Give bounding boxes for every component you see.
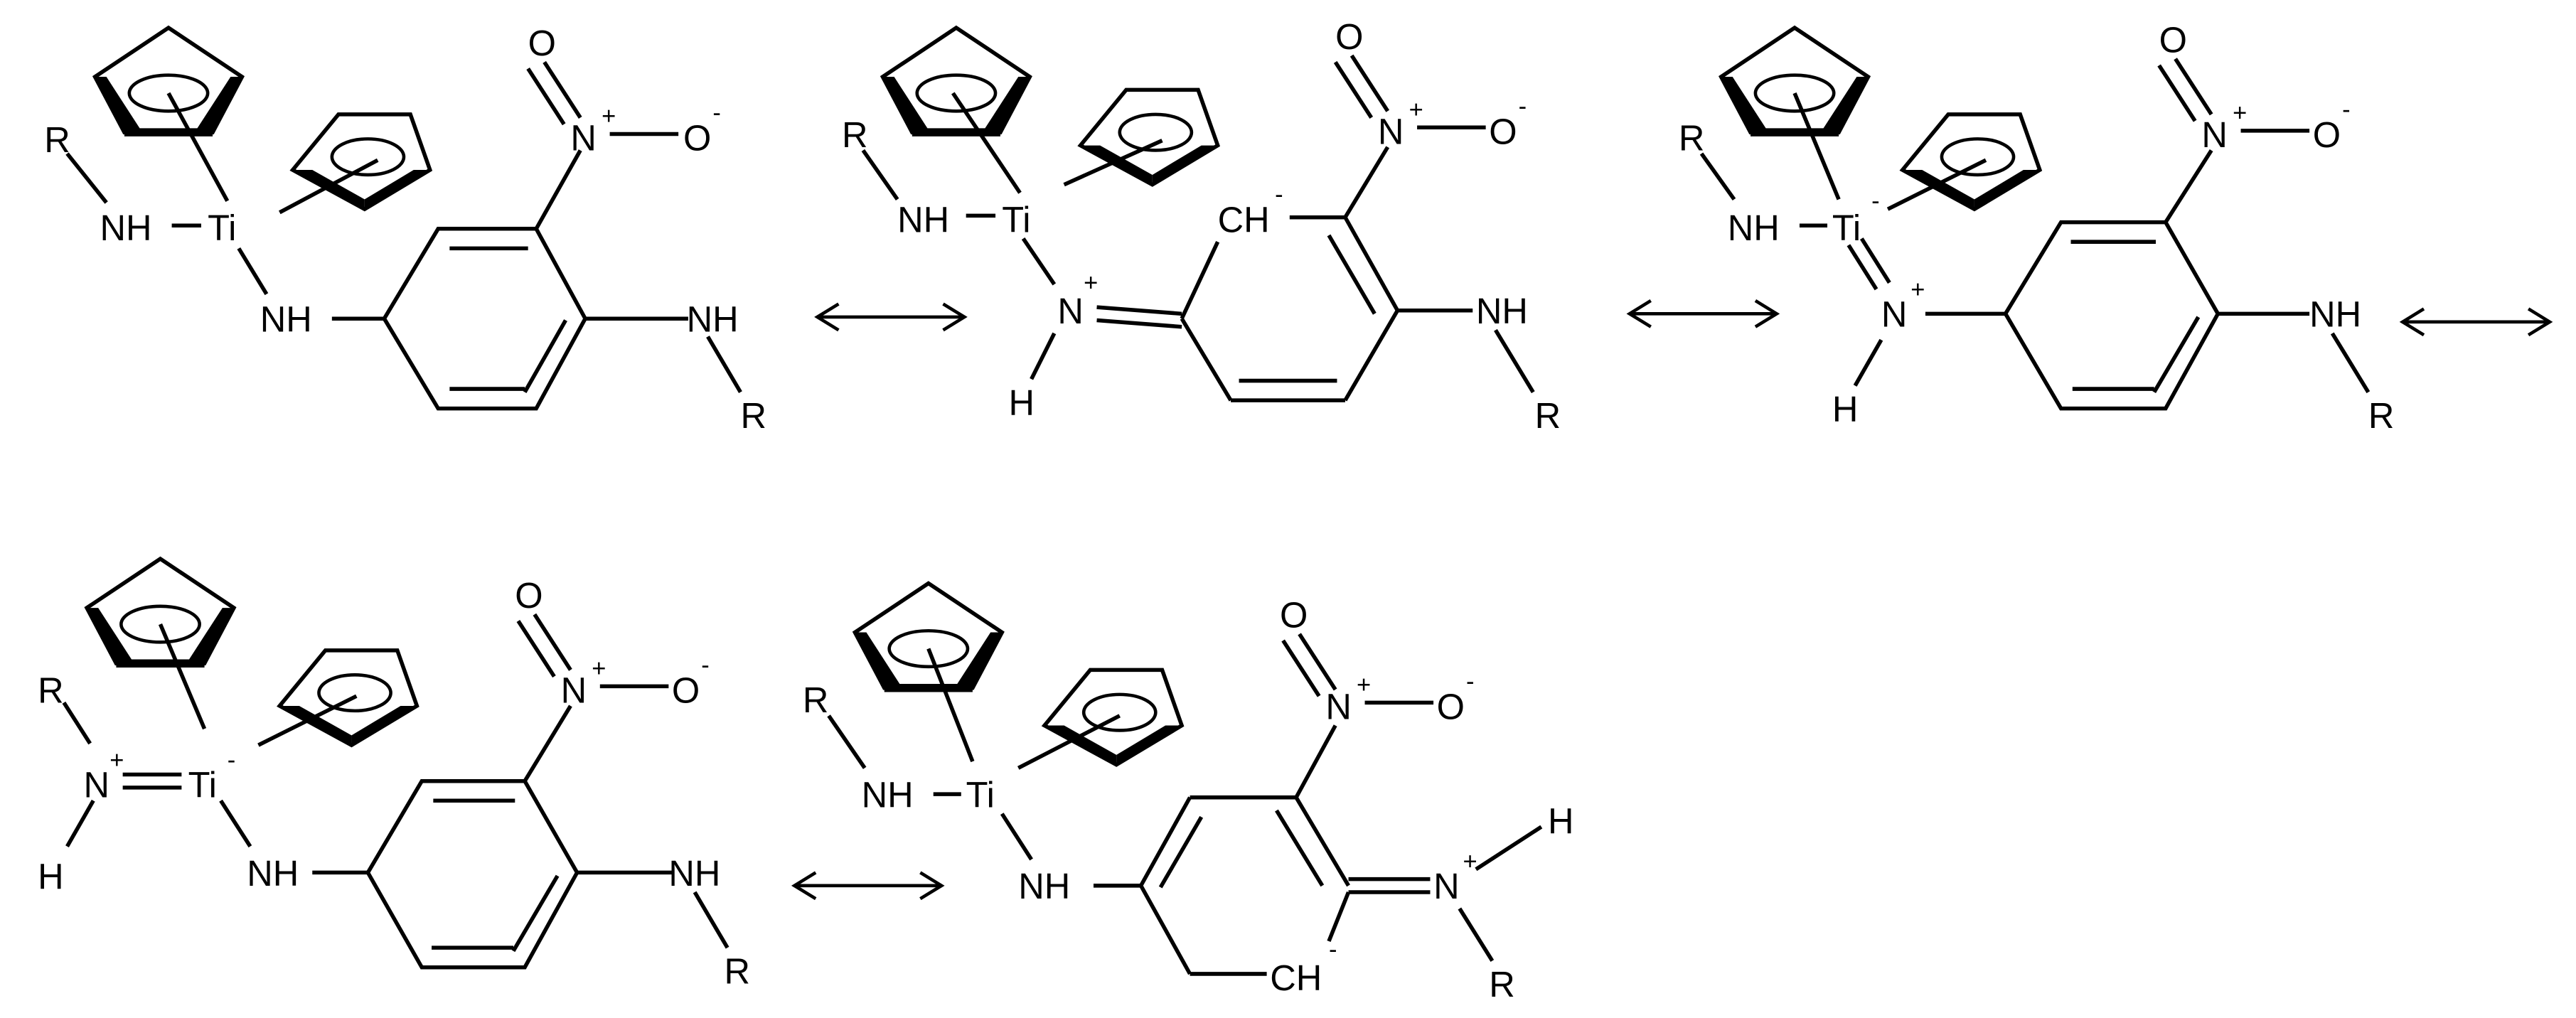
oxygen-right: O [683, 117, 711, 158]
iminium-plus: + [1910, 276, 1925, 303]
structure-5: R NH Ti NH O N + O - N + H R CH - [803, 584, 1574, 1004]
iminium-plus: + [1084, 269, 1098, 296]
structure-1: R NH Ti NH O N + O - NH R [44, 23, 766, 436]
ti-minus: - [1871, 188, 1879, 215]
h-label: H [1008, 382, 1035, 423]
nitro-n-label: N [1378, 111, 1404, 151]
oxygen-minus: - [701, 652, 709, 679]
oxygen-label: O [515, 575, 543, 616]
nh-label: NH [897, 199, 949, 240]
r-bottom-label: R [724, 951, 750, 992]
oxygen-label: O [1280, 595, 1308, 636]
nh-right-label: NH [2309, 294, 2361, 335]
nitro-n-label: N [561, 670, 587, 710]
nh-right-label: NH [668, 853, 720, 894]
oxygen-minus: - [1519, 93, 1527, 120]
cp-ring-lower [1903, 114, 2040, 209]
oxygen-right: O [1437, 686, 1465, 727]
carbanion-label: CH [1218, 199, 1270, 240]
cp-ring-upper [855, 584, 1002, 688]
nitro-plus: + [2233, 100, 2247, 127]
nh-label: NH [1728, 208, 1780, 248]
resonance-arrow-2 [1626, 299, 1780, 328]
ti-minus: - [228, 746, 235, 773]
iminium-plus: + [109, 746, 124, 773]
oxygen-label: O [2159, 20, 2187, 60]
oxygen-minus: - [1466, 668, 1474, 695]
iminium-plus: + [1463, 848, 1477, 875]
nh-label: NH [100, 208, 151, 248]
nitro-plus: + [1357, 672, 1371, 699]
r-label: R [44, 119, 70, 160]
nitro-plus: + [602, 103, 616, 130]
carbanion-minus: - [1329, 936, 1337, 963]
nitro-n-label: N [1325, 686, 1352, 727]
nh-right-label: NH [687, 299, 739, 340]
cp-ring-upper [882, 28, 1030, 132]
r-bottom-label: R [1535, 395, 1561, 436]
oxygen-right: O [1489, 111, 1517, 151]
r-bottom-label: R [2368, 395, 2395, 436]
h-label: H [1832, 389, 1859, 429]
ti-label: Ti [208, 208, 236, 248]
ti-label: Ti [1832, 208, 1861, 248]
h-label: H [38, 856, 64, 896]
r-label: R [38, 670, 64, 710]
oxygen-minus: - [712, 100, 720, 127]
iminium-h-label: H [1548, 800, 1574, 841]
resonance-arrow-1 [814, 302, 968, 332]
resonance-arrow-4 [791, 871, 945, 901]
iminium-n-label: N [83, 765, 109, 805]
cp-ring-upper [95, 28, 242, 132]
nh-right-label: NH [1476, 291, 1528, 331]
structure-3: R NH Ti - N + H O N + O - NH R [1679, 20, 2395, 436]
cp-ring-lower [1081, 90, 1218, 184]
cp-ring-upper [1721, 28, 1869, 132]
structure-2: R NH Ti N + H CH - O N + O - NH R [842, 16, 1561, 436]
oxygen-label: O [1335, 16, 1363, 57]
r-label: R [842, 114, 868, 155]
nh-link-label: NH [1018, 866, 1070, 906]
nh-label: NH [862, 774, 914, 815]
oxygen-minus: - [2342, 96, 2350, 123]
iminium-n-label: N [1057, 291, 1084, 331]
iminium-n-label: N [1881, 294, 1908, 335]
nitro-n-label: N [2201, 114, 2228, 155]
nitro-plus: + [592, 655, 606, 682]
nitro-plus: + [1409, 96, 1423, 123]
r-bottom-label: R [1489, 964, 1515, 1004]
r-bottom-label: R [740, 395, 766, 436]
ti-label: Ti [966, 774, 995, 815]
oxygen-right: O [672, 670, 700, 710]
cp-ring-lower [279, 650, 417, 745]
carbanion-minus: - [1275, 181, 1283, 208]
oxygen-right: O [2313, 114, 2341, 155]
ti-label: Ti [1002, 199, 1030, 240]
nh-link-label: NH [247, 853, 299, 894]
resonance-arrow-3 [2399, 307, 2553, 337]
ti-label: Ti [188, 765, 217, 805]
iminium-n-label: N [1433, 866, 1460, 906]
oxygen-label: O [528, 23, 556, 63]
carbanion-label: CH [1270, 958, 1322, 998]
cp-ring-upper [87, 559, 234, 663]
nh-link-label: NH [260, 299, 312, 340]
structure-4: R N + Ti - H NH O N + O - NH R [38, 559, 750, 992]
r-label: R [1679, 117, 1705, 158]
r-label: R [803, 680, 829, 720]
nitro-n-label: N [570, 117, 597, 158]
